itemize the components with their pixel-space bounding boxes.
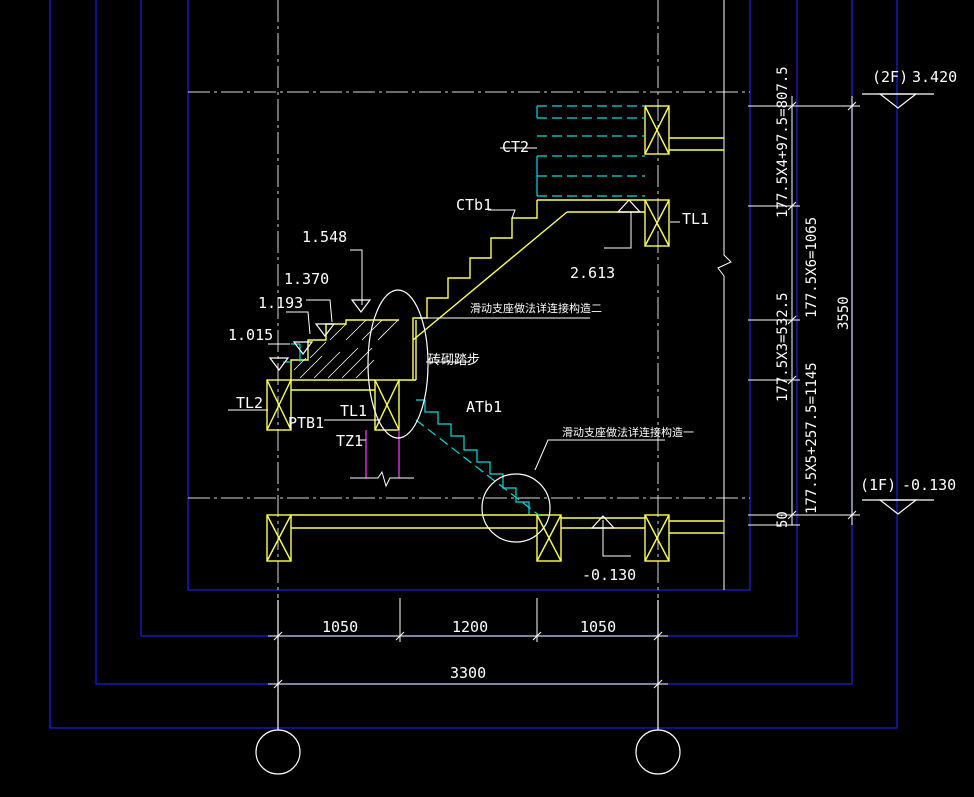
brick-hatch bbox=[293, 319, 399, 379]
dim-vertical-mid: 177.5X3=532.5 bbox=[775, 292, 791, 402]
floor2-value: 3.420 bbox=[912, 68, 957, 86]
label-ct2: CT2 bbox=[502, 138, 529, 156]
dim-vertical-lower: 177.5X5+257.5=1145 bbox=[804, 362, 820, 514]
elevation-neg0130: -0.130 bbox=[582, 566, 636, 584]
elevation-triangles bbox=[268, 93, 934, 529]
dim-1200: 1200 bbox=[452, 618, 488, 636]
label-ctb1: CTb1 bbox=[456, 196, 492, 214]
dim-vertical-flight2: 177.5X6=1065 bbox=[804, 217, 820, 318]
elevation-1193: 1.193 bbox=[258, 294, 303, 312]
label-tl1-upper: TL1 bbox=[682, 210, 709, 228]
structure bbox=[266, 105, 724, 562]
label-tl1-mid: TL1 bbox=[340, 402, 367, 420]
label-atb1: ATb1 bbox=[466, 398, 502, 416]
tz1-break bbox=[350, 470, 414, 488]
floor2-tag: (2F) bbox=[872, 68, 908, 86]
note-slide-support-2: 滑动支座做法详连接构造二 bbox=[470, 301, 602, 315]
note-slide-support-1: 滑动支座做法详连接构造一 bbox=[562, 425, 694, 439]
label-tz1: TZ1 bbox=[336, 432, 363, 450]
dim-3300: 3300 bbox=[450, 664, 486, 682]
label-tl2: TL2 bbox=[236, 394, 263, 412]
detail-callouts bbox=[367, 289, 551, 543]
leader-lines bbox=[228, 147, 680, 557]
elevation-2613: 2.613 bbox=[570, 264, 615, 282]
axis-bubble-left bbox=[255, 729, 301, 775]
dim-1050-right: 1050 bbox=[580, 618, 616, 636]
elevation-1370: 1.370 bbox=[284, 270, 329, 288]
elevation-1548: 1.548 bbox=[302, 228, 347, 246]
bottom-dimensions bbox=[268, 598, 668, 690]
axis-bubble-right bbox=[635, 729, 681, 775]
label-ptb1: PTB1 bbox=[288, 414, 324, 432]
floor1-value: -0.130 bbox=[902, 476, 956, 494]
floor1-tag: (1F) bbox=[860, 476, 896, 494]
dim-1050-left: 1050 bbox=[322, 618, 358, 636]
dim-vertical-total: 3550 bbox=[836, 296, 852, 330]
dim-vertical-upper: 177.5X4+97.5=807.5 bbox=[775, 66, 791, 218]
note-brick-step: 砖砌踏步 bbox=[428, 353, 480, 368]
cyan-dashed-stairs bbox=[283, 105, 645, 517]
centerlines bbox=[188, 0, 750, 598]
elevation-1015: 1.015 bbox=[228, 326, 273, 344]
dim-vertical-50: 50 bbox=[775, 511, 791, 528]
break-line bbox=[717, 0, 732, 590]
right-dimensions bbox=[748, 96, 860, 526]
